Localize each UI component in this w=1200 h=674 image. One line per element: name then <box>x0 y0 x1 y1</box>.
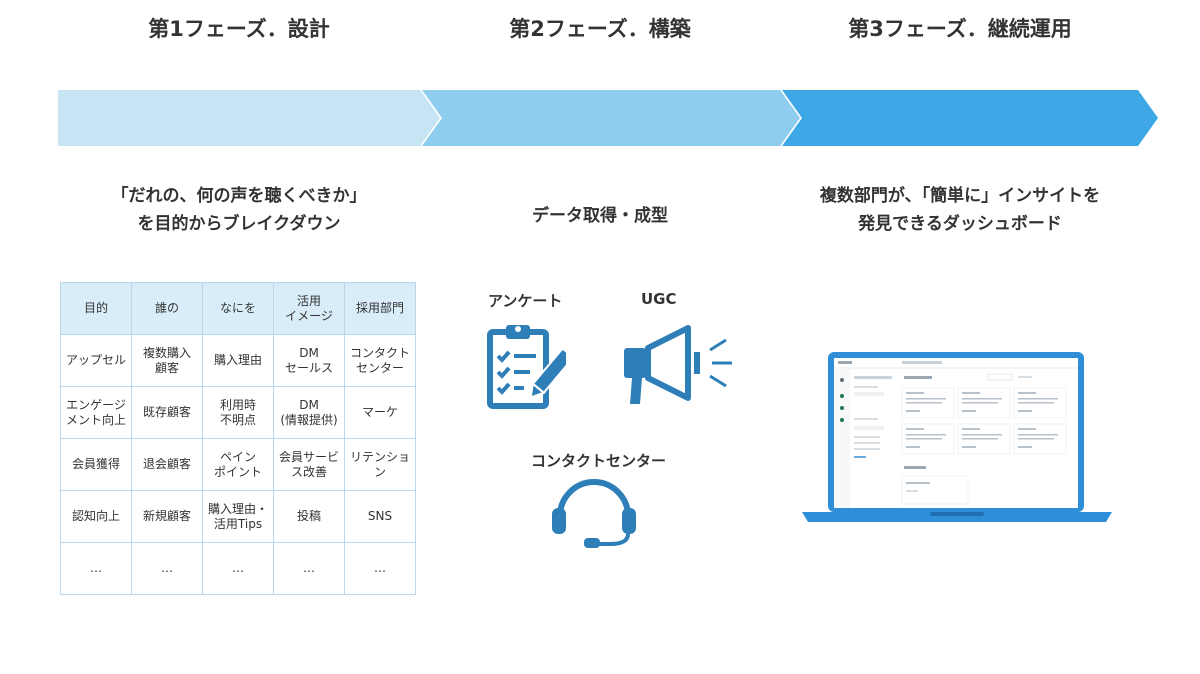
table-cell: SNS <box>344 490 416 543</box>
phase2-description: データ取得・成型 <box>532 206 668 226</box>
phase1-description: 「だれの、何の声を聴くべきか」 を目的からブレイクダウン <box>58 182 420 238</box>
table-cell: コンタクト センター <box>344 334 416 387</box>
headset-icon <box>552 479 636 548</box>
table-cell: … <box>202 542 274 595</box>
megaphone-icon <box>624 325 732 404</box>
clipboard-checklist-icon <box>487 325 566 409</box>
table-cell: 利用時 不明点 <box>202 386 274 439</box>
phase3-title: 第3フェーズ．継続運用 <box>848 17 1072 41</box>
phase1-title: 第1フェーズ．設計 <box>148 17 330 41</box>
table-header-cell: 誰の <box>131 282 203 335</box>
table-cell: ペイン ポイント <box>202 438 274 491</box>
laptop-dashboard-illustration <box>802 352 1112 522</box>
table-header-row: 目的 誰の なにを 活用 イメージ 採用部門 <box>60 282 416 335</box>
table-row: エンゲージ メント向上 既存顧客 利用時 不明点 DM (情報提供) マーケ <box>60 386 416 439</box>
table-cell: … <box>60 542 132 595</box>
table-cell: DM セールス <box>273 334 345 387</box>
table-cell: 購入理由・ 活用Tips <box>202 490 274 543</box>
table-cell: … <box>131 542 203 595</box>
table-cell: マーケ <box>344 386 416 439</box>
table-header-cell: 活用 イメージ <box>273 282 345 335</box>
phase3-desc-line2: 発見できるダッシュボード <box>858 214 1062 234</box>
table-header-cell: 目的 <box>60 282 132 335</box>
phase1-desc-line2: を目的からブレイクダウン <box>137 214 341 234</box>
table-cell: 会員サービ ス改善 <box>273 438 345 491</box>
phase3-arrow <box>782 90 1158 146</box>
table-cell: 会員獲得 <box>60 438 132 491</box>
table-cell: エンゲージ メント向上 <box>60 386 132 439</box>
phase3-description: 複数部門が、「簡単に」インサイトを 発見できるダッシュボード <box>790 182 1130 238</box>
phase2-title: 第2フェーズ．構築 <box>509 17 691 41</box>
table-row: 会員獲得 退会顧客 ペイン ポイント 会員サービ ス改善 リテンショ ン <box>60 438 416 491</box>
ugc-label: UGC <box>641 290 677 308</box>
laptop-base <box>802 512 1112 522</box>
table-cell: 複数購入 顧客 <box>131 334 203 387</box>
table-cell: … <box>344 542 416 595</box>
table-cell: リテンショ ン <box>344 438 416 491</box>
table-cell: 認知向上 <box>60 490 132 543</box>
phase3-desc-line1: 複数部門が、「簡単に」インサイトを <box>819 186 1101 206</box>
phase1-desc-line1: 「だれの、何の声を聴くべきか」 <box>111 186 367 206</box>
table-header-cell: なにを <box>202 282 274 335</box>
survey-label: アンケート <box>488 292 563 310</box>
table-row: アップセル 複数購入 顧客 購入理由 DM セールス コンタクト センター <box>60 334 416 387</box>
table-cell: … <box>273 542 345 595</box>
phase-arrow-bar <box>58 90 1158 146</box>
table-cell: 新規顧客 <box>131 490 203 543</box>
table-header-cell: 採用部門 <box>344 282 416 335</box>
table-cell: 購入理由 <box>202 334 274 387</box>
phase1-arrow <box>58 90 440 146</box>
table-row: 認知向上 新規顧客 購入理由・ 活用Tips 投稿 SNS <box>60 490 416 543</box>
table-cell: 既存顧客 <box>131 386 203 439</box>
phase2-arrow <box>422 90 800 146</box>
table-cell: DM (情報提供) <box>273 386 345 439</box>
table-row: … … … … … <box>60 542 416 595</box>
objective-breakdown-table: 目的 誰の なにを 活用 イメージ 採用部門 アップセル 複数購入 顧客 購入理… <box>60 282 416 595</box>
table-cell: 投稿 <box>273 490 345 543</box>
table-cell: 退会顧客 <box>131 438 203 491</box>
contact-center-label: コンタクトセンター <box>531 452 667 470</box>
table-cell: アップセル <box>60 334 132 387</box>
